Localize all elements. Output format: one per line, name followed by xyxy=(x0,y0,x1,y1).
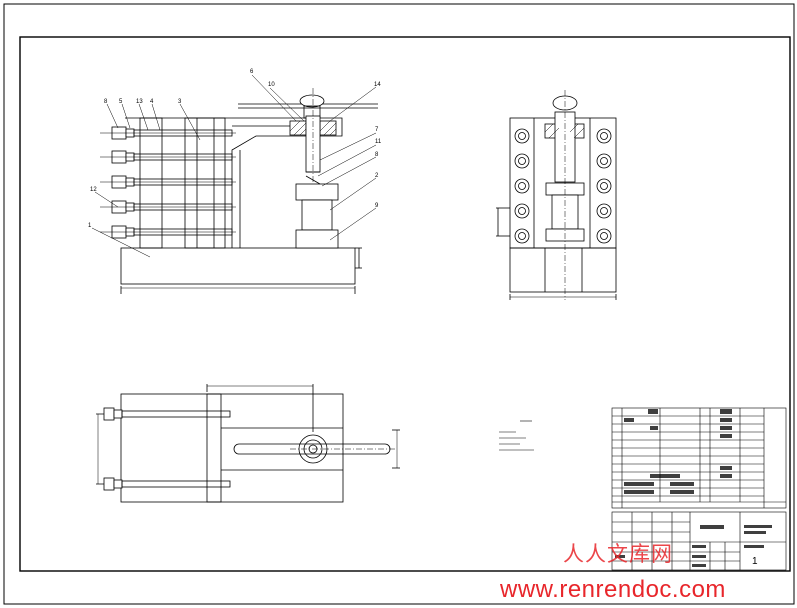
tech-notes-block xyxy=(499,420,534,451)
label-4: 4 xyxy=(150,99,154,105)
label-14: 14 xyxy=(374,82,381,88)
label-3: 3 xyxy=(178,99,182,105)
front-view xyxy=(120,88,378,294)
label-7: 7 xyxy=(375,127,379,133)
inner-frame xyxy=(19,36,791,572)
top-view xyxy=(96,384,400,503)
watermark-cn: 人人文库网 xyxy=(563,542,673,566)
sheet-number: 1 xyxy=(752,556,758,567)
label-5: 5 xyxy=(119,99,123,105)
side-view-hatching xyxy=(544,123,585,139)
side-view xyxy=(496,90,617,300)
title-block xyxy=(611,407,787,571)
title-block-fills xyxy=(615,409,772,567)
label-9: 9 xyxy=(375,203,379,209)
label-1: 1 xyxy=(88,223,92,229)
label-13: 13 xyxy=(136,99,143,105)
leader-lines xyxy=(91,74,377,258)
label-10: 10 xyxy=(268,82,275,88)
label-6: 6 xyxy=(250,69,254,75)
clamp-bolts xyxy=(100,126,236,239)
label-11: 11 xyxy=(375,139,382,145)
side-view-bolt-heads xyxy=(514,128,612,244)
balloon-labels: 6 10 14 8 5 13 4 3 7 11 8 2 9 12 1 xyxy=(88,69,382,229)
nut-hatching xyxy=(289,120,337,136)
top-view-bolts xyxy=(103,407,231,491)
watermark-url[interactable]: www.renrendoc.com xyxy=(500,576,726,603)
label-2: 2 xyxy=(375,173,379,179)
label-12: 12 xyxy=(90,187,97,193)
label-8a: 8 xyxy=(104,99,108,105)
label-8b: 8 xyxy=(375,152,379,158)
outer-border xyxy=(3,3,795,605)
